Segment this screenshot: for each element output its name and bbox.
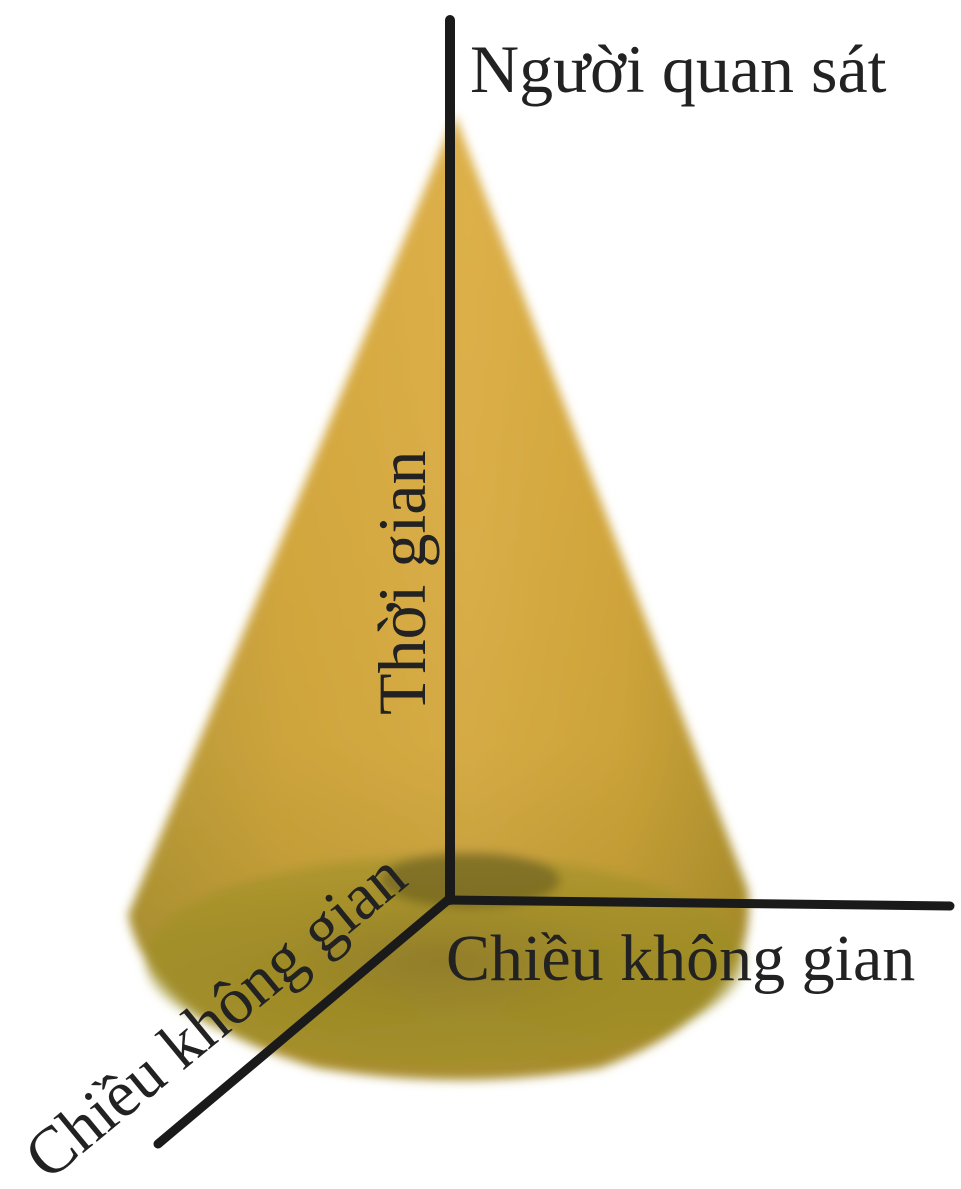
space-axis-right xyxy=(448,900,950,906)
time-label: Thời gian xyxy=(364,451,440,715)
space-right-label: Chiều không gian xyxy=(446,922,915,995)
observer-label: Người quan sát xyxy=(470,31,887,107)
